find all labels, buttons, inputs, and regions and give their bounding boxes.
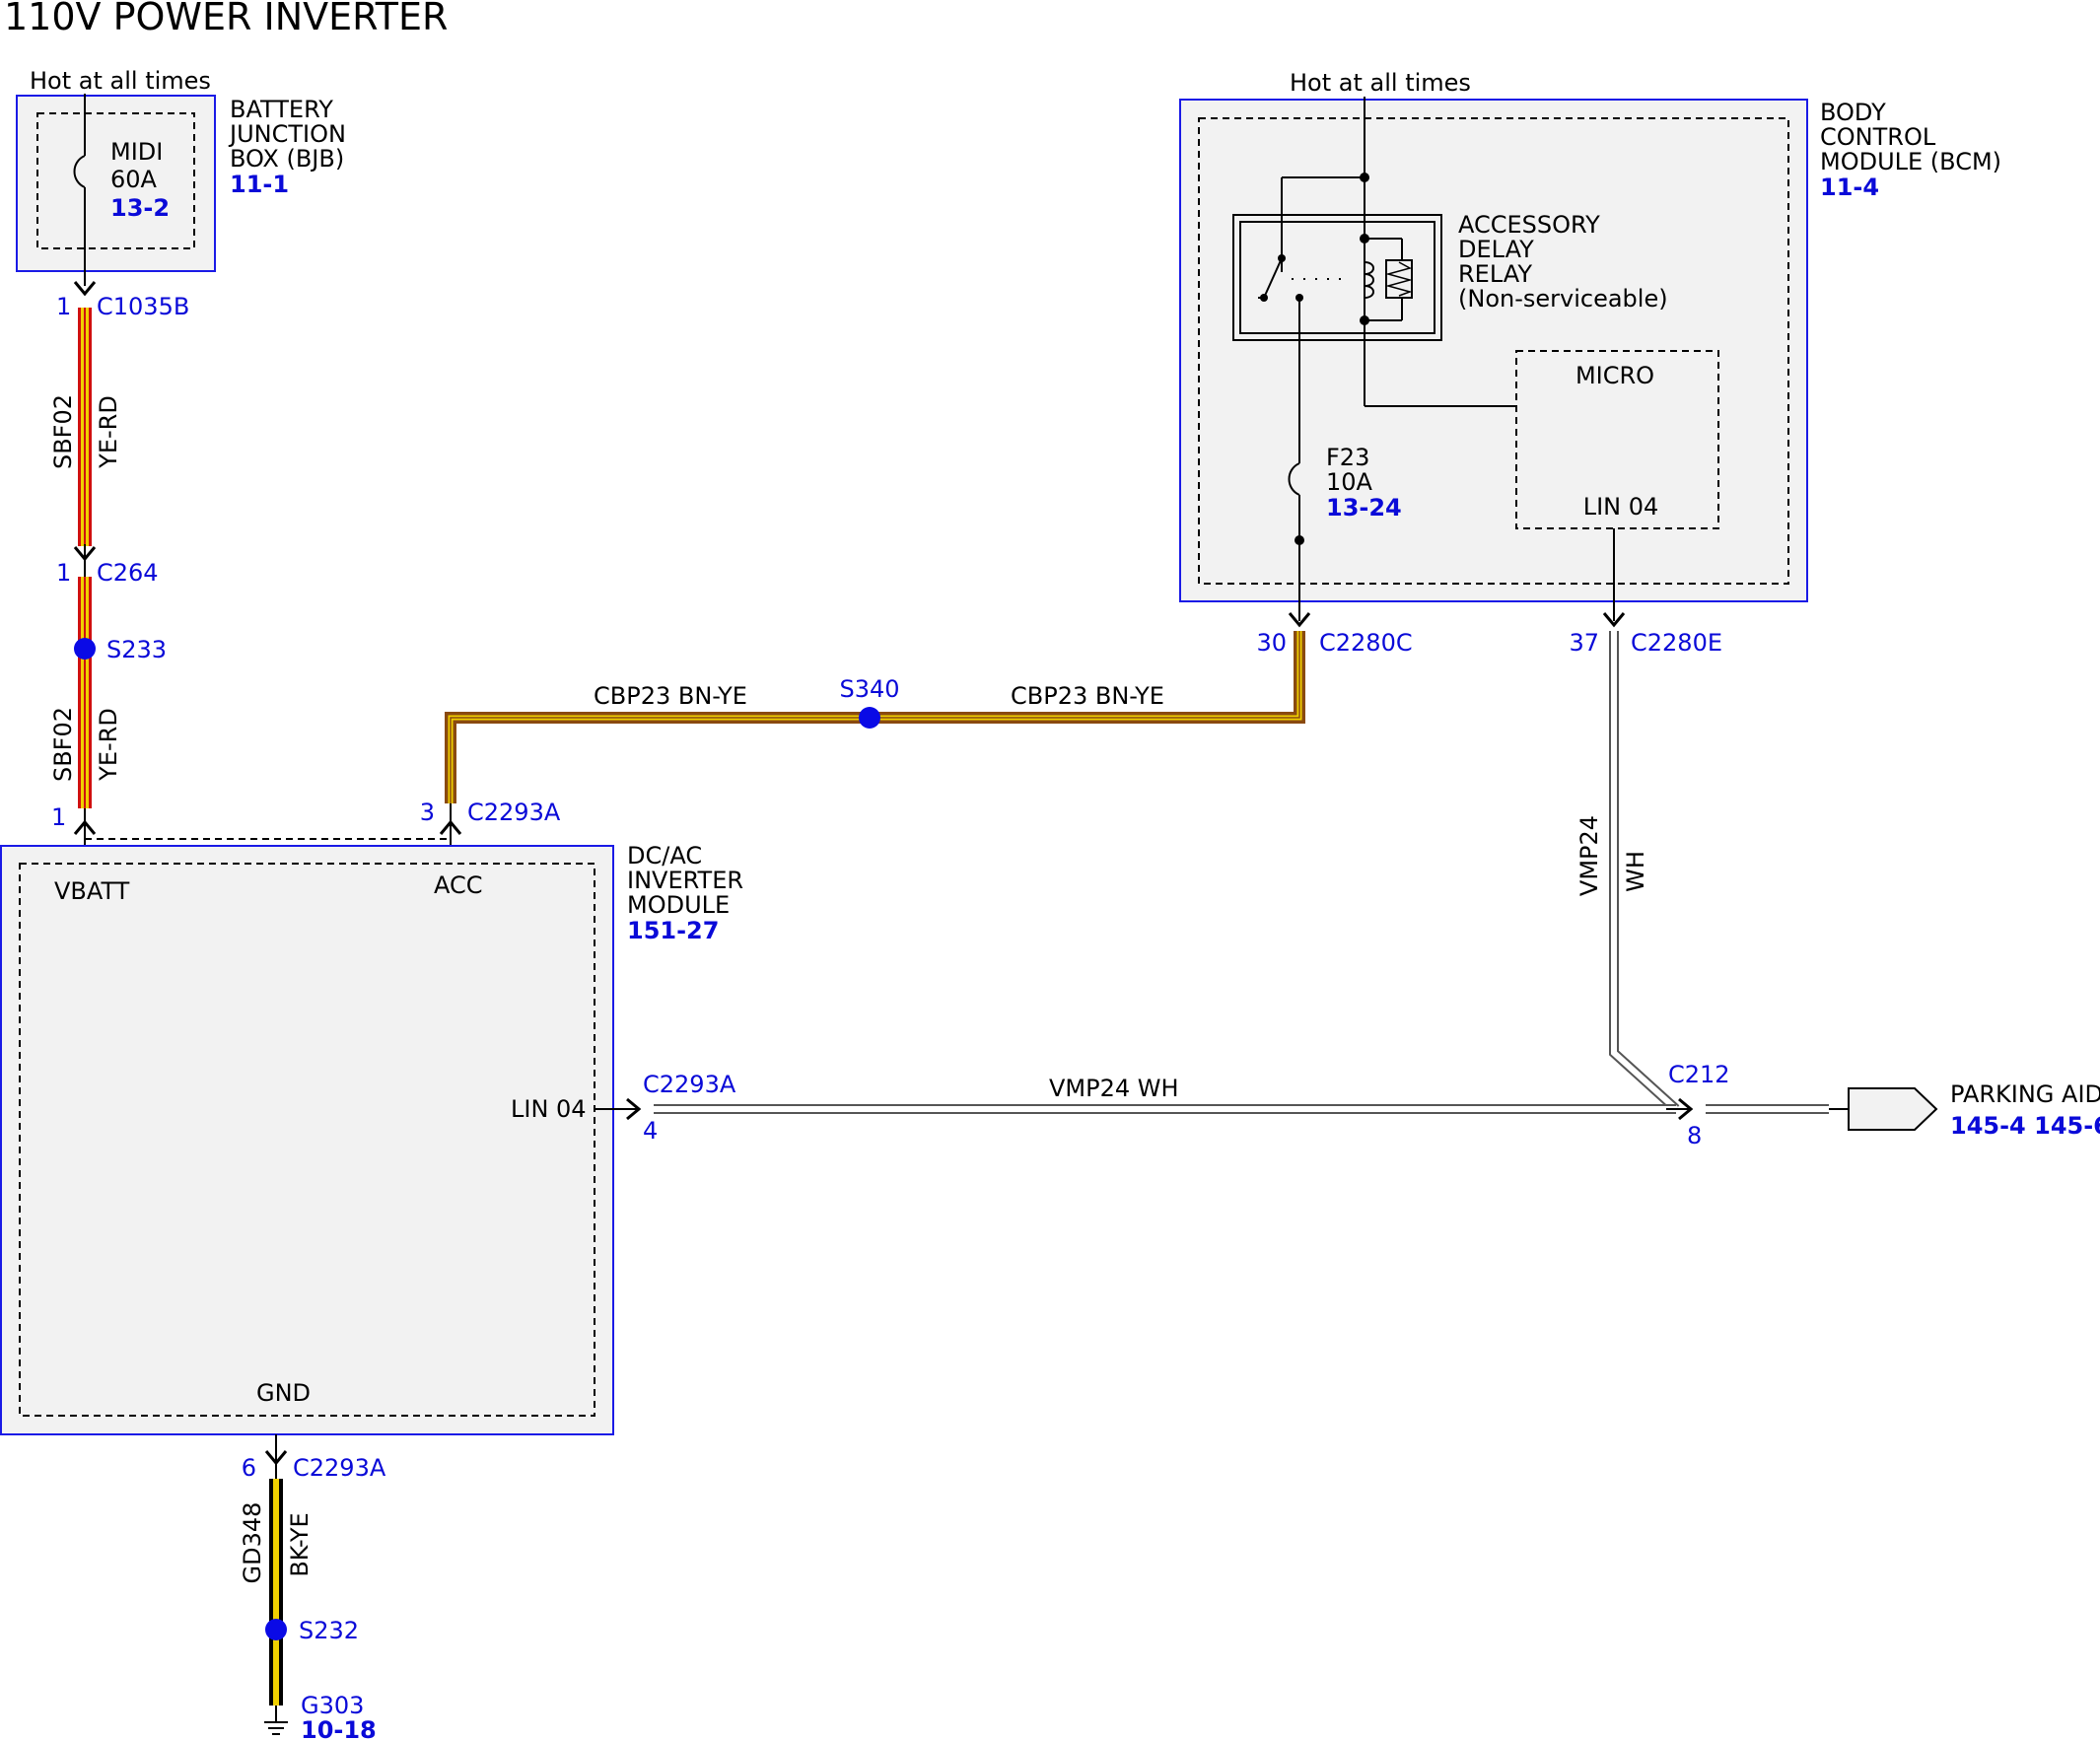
relay-resistor-icon <box>1385 259 1413 299</box>
s232-label: S232 <box>299 1617 359 1644</box>
sbf02-circuit-label-2: SBF02 <box>49 707 77 782</box>
f23-rating: 10A <box>1326 468 1373 496</box>
parking-aid-refs[interactable]: 145-4 145-6 <box>1950 1112 2100 1140</box>
bjb-name-line-2: JUNCTION <box>228 120 346 148</box>
gd348-circuit-label: GD348 <box>239 1502 266 1584</box>
vmp24-vertical-circuit: VMP24 <box>1575 815 1603 896</box>
body-control-module[interactable] <box>1179 99 1808 602</box>
c212-connector-icon <box>1678 1097 1694 1121</box>
relay-coil-icon <box>1364 261 1374 299</box>
sbf02-color-label-1: YE-RD <box>95 395 122 469</box>
inverter-lin-label: LIN 04 <box>511 1095 587 1123</box>
f23-ref[interactable]: 13-24 <box>1326 494 1402 522</box>
bcm-ref[interactable]: 11-4 <box>1820 174 1879 201</box>
bcm-micro-box <box>1515 350 1719 529</box>
acc-connector[interactable]: C2293A <box>467 799 561 826</box>
cbp23-left-label: CBP23 BN-YE <box>594 682 747 710</box>
acc-pin: 3 <box>420 799 435 826</box>
bjb-hot-label: Hot at all times <box>30 67 211 95</box>
relay-name-line-3: RELAY <box>1458 260 1532 288</box>
inverter-vbatt-label: VBATT <box>54 877 130 905</box>
bjb-name-line-1: BATTERY <box>230 96 333 123</box>
c2280c-connector-icon <box>1288 612 1311 628</box>
micro-label: MICRO <box>1575 362 1654 389</box>
accessory-delay-relay[interactable] <box>1232 214 1442 341</box>
parking-aid-connector-icon[interactable] <box>1848 1087 1938 1131</box>
c212-pin: 8 <box>1687 1122 1702 1149</box>
parking-aid-label: PARKING AID <box>1950 1080 2100 1108</box>
splice-s232[interactable] <box>265 1619 287 1640</box>
c1035b-connector-icon <box>73 281 97 297</box>
relay-name-line-4: (Non-serviceable) <box>1458 285 1668 313</box>
c1035b-connector[interactable]: C1035B <box>97 293 189 320</box>
lin-connector-icon <box>626 1097 642 1121</box>
gnd-pin: 6 <box>242 1454 256 1482</box>
wire-vmp24-vertical[interactable] <box>1609 631 1680 1113</box>
micro-pin-label: LIN 04 <box>1583 493 1659 521</box>
cbp23-right-label: CBP23 BN-YE <box>1011 682 1164 710</box>
battery-junction-box[interactable] <box>16 95 216 272</box>
c2280c-connector[interactable]: C2280C <box>1319 629 1413 657</box>
inverter-gnd-label: GND <box>256 1379 311 1407</box>
bcm-name-line-1: BODY <box>1820 99 1886 126</box>
bcm-name-line-3: MODULE (BCM) <box>1820 148 2001 175</box>
splice-s233[interactable] <box>74 638 96 660</box>
inverter-name-line-2: INVERTER <box>627 867 743 894</box>
vmp24-horizontal-label: VMP24 WH <box>1049 1075 1179 1102</box>
vbatt-pin: 1 <box>51 803 66 831</box>
wire-sbf02-segment-2[interactable] <box>78 577 92 808</box>
bjb-ref[interactable]: 11-1 <box>230 171 289 198</box>
c2280e-connector[interactable]: C2280E <box>1631 629 1722 657</box>
relay-name-line-2: DELAY <box>1458 236 1534 263</box>
gd348-color-label: BK-YE <box>286 1512 314 1576</box>
c212-connector[interactable]: C212 <box>1668 1061 1730 1088</box>
vmp24-vertical-color: WH <box>1622 851 1649 892</box>
bcm-hot-label: Hot at all times <box>1290 69 1471 97</box>
diagram-title: 110V POWER INVERTER <box>4 0 448 38</box>
relay-switch-icon <box>1263 257 1283 299</box>
lin-connector[interactable]: C2293A <box>643 1071 736 1098</box>
lin-pin: 4 <box>643 1117 658 1145</box>
sbf02-color-label-2: YE-RD <box>95 708 122 782</box>
inverter-ref[interactable]: 151-27 <box>627 917 719 944</box>
bjb-fuse-rating: 60A <box>110 166 158 193</box>
c2280e-connector-icon <box>1602 612 1626 628</box>
wire-gd348[interactable] <box>269 1479 283 1705</box>
bjb-fuse-ref[interactable]: 13-2 <box>110 194 170 222</box>
sbf02-circuit-label-1: SBF02 <box>49 394 77 469</box>
inverter-acc-label: ACC <box>434 871 483 899</box>
splice-s340[interactable] <box>859 707 880 729</box>
c1035b-pin: 1 <box>56 293 71 320</box>
c2280e-pin: 37 <box>1569 629 1599 657</box>
f23-name: F23 <box>1326 444 1369 471</box>
bcm-name-line-2: CONTROL <box>1820 123 1936 151</box>
c264-pin: 1 <box>56 559 71 587</box>
c2280c-pin: 30 <box>1256 629 1287 657</box>
c264-connector[interactable]: C264 <box>97 559 159 587</box>
gnd-connector-icon <box>264 1450 288 1466</box>
s233-label: S233 <box>106 636 167 663</box>
bjb-fuse-name: MIDI <box>110 138 163 166</box>
inverter-module[interactable] <box>0 838 614 1435</box>
bjb-name-line-3: BOX (BJB) <box>230 145 344 173</box>
s340-label: S340 <box>839 675 899 703</box>
f23-fuse-icon <box>1288 462 1300 496</box>
g303-label: G303 <box>301 1692 364 1719</box>
inverter-name-line-3: MODULE <box>627 891 730 919</box>
relay-name-line-1: ACCESSORY <box>1458 211 1600 239</box>
ground-symbol-icon <box>264 1705 288 1735</box>
inverter-name-line-1: DC/AC <box>627 842 702 870</box>
bjb-fuse-icon <box>73 155 86 188</box>
gnd-connector[interactable]: C2293A <box>293 1454 386 1482</box>
g303-ref[interactable]: 10-18 <box>301 1716 377 1740</box>
wire-sbf02-segment-1[interactable] <box>78 308 92 546</box>
